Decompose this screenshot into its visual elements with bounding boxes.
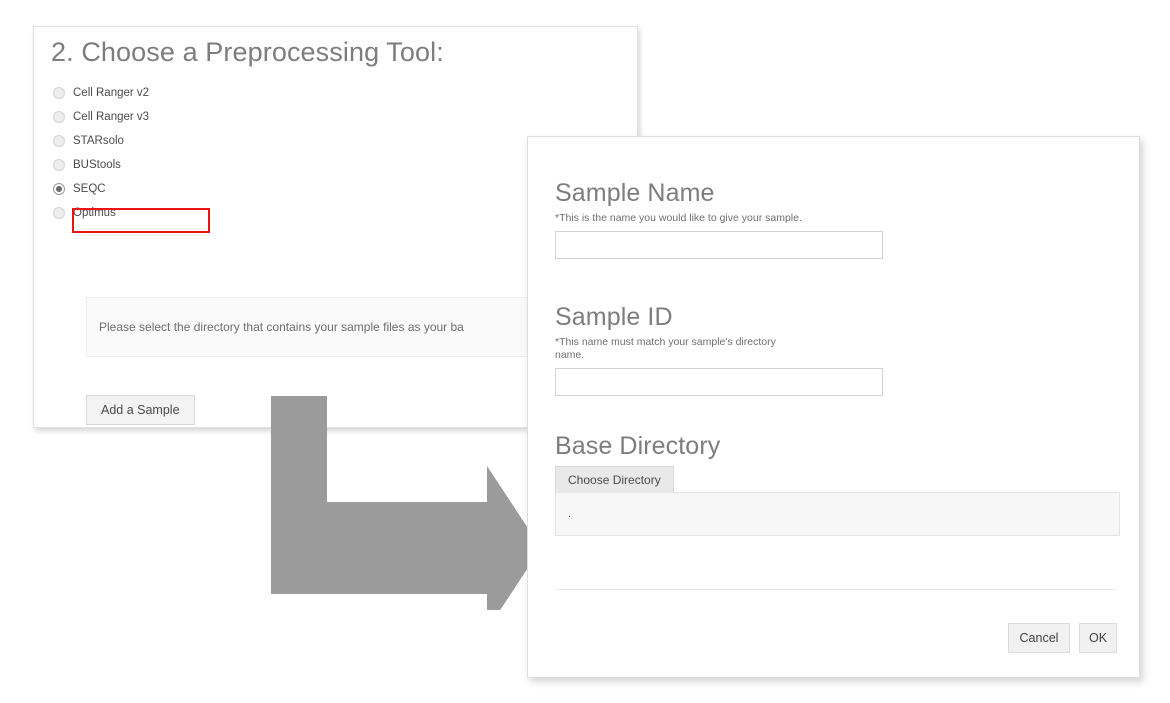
preprocessing-tool-radio-group: Cell Ranger v2 Cell Ranger v3 STARsolo B… [53,81,473,225]
base-directory-path-display[interactable]: . [555,492,1120,536]
sample-id-hint: *This name must match your sample's dire… [555,336,776,361]
sample-id-input[interactable] [555,368,883,396]
base-directory-path-text: . [568,508,572,520]
radio-option-starsolo[interactable]: STARsolo [53,129,473,153]
add-sample-dialog: Sample Name *This is the name you would … [527,136,1140,678]
add-sample-button[interactable]: Add a Sample [86,395,195,425]
radio-icon [53,111,65,123]
radio-icon [53,159,65,171]
page-title: 2. Choose a Preprocessing Tool: [51,37,444,67]
sample-id-field-group: Sample ID *This name must match your sam… [555,303,883,396]
ok-button[interactable]: OK [1079,623,1117,653]
sample-name-heading: Sample Name [555,179,715,207]
radio-label: Optimus [73,207,116,219]
radio-label: SEQC [73,183,106,195]
radio-label: BUStools [73,159,121,171]
arrow-icon [271,396,541,610]
sample-name-field-group: Sample Name *This is the name you would … [555,179,883,259]
base-directory-field-group: Base Directory Choose Directory . [555,432,1120,536]
footer-button-group: Cancel OK [1008,623,1117,653]
base-directory-heading: Base Directory [555,432,721,460]
radio-option-cell-ranger-v3[interactable]: Cell Ranger v3 [53,105,473,129]
radio-icon [53,207,65,219]
cancel-button[interactable]: Cancel [1008,623,1070,653]
footer-divider [555,589,1117,590]
dialog-footer: Cancel OK [528,589,1139,679]
radio-option-cell-ranger-v2[interactable]: Cell Ranger v2 [53,81,473,105]
radio-option-seqc[interactable]: SEQC [53,177,473,201]
radio-option-bustools[interactable]: BUStools [53,153,473,177]
sample-id-heading: Sample ID [555,303,673,331]
radio-option-optimus[interactable]: Optimus [53,201,473,225]
elbow-arrow-annotation [271,396,541,610]
radio-label: Cell Ranger v3 [73,111,150,123]
radio-icon-selected [53,183,65,195]
radio-icon [53,135,65,147]
radio-label: STARsolo [73,135,124,147]
radio-icon [53,87,65,99]
directory-info-text: Please select the directory that contain… [99,320,464,334]
sample-name-hint: *This is the name you would like to give… [555,212,802,224]
radio-label: Cell Ranger v2 [73,87,150,99]
choose-directory-button[interactable]: Choose Directory [555,466,674,493]
sample-name-input[interactable] [555,231,883,259]
